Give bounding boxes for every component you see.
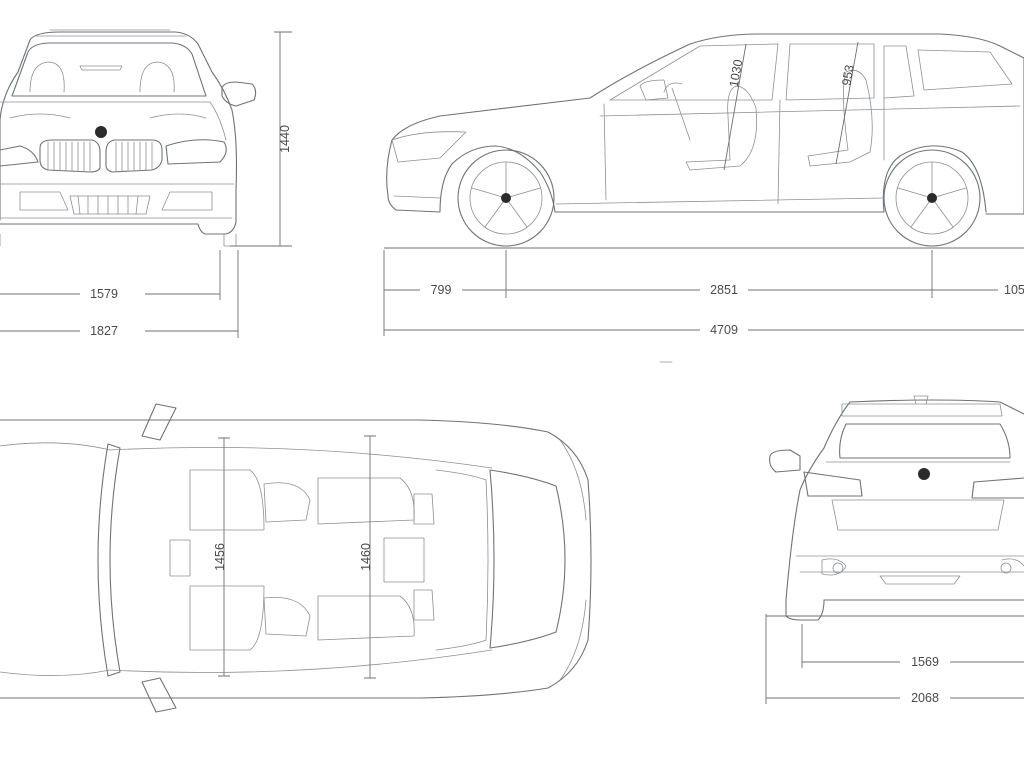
side-view-door-lines xyxy=(599,97,1021,205)
rear-view-bumper xyxy=(795,555,1024,576)
side-view-rear-wheel-arch xyxy=(882,145,987,213)
front-view-kidney-grille xyxy=(39,139,163,173)
rear-view-diffuser xyxy=(879,575,961,585)
rear-headroom-label: 953 xyxy=(839,64,856,87)
front-overhang-label: 799 xyxy=(431,283,452,297)
front-view xyxy=(0,29,257,247)
rear-view-exhaust-left xyxy=(832,562,844,574)
width-with-mirrors-label: 2068 xyxy=(911,691,939,705)
side-view-rear-rim-spokes xyxy=(897,161,967,228)
rear-view-rear-window xyxy=(839,423,1011,459)
top-view-roof-outline xyxy=(0,442,493,676)
top-view-dashboard xyxy=(435,469,489,651)
top-view-body-outline xyxy=(0,419,592,699)
top-view-mirror-bottom xyxy=(141,677,177,713)
front-view-dimensions: 1440 1579 1827 xyxy=(0,31,292,338)
rear-view-roof-spoiler xyxy=(841,395,1003,417)
rear-view-exhaust-right xyxy=(1000,562,1012,574)
side-view-body-outline xyxy=(386,33,1024,215)
rear-view-taillights xyxy=(803,471,1024,499)
side-view-front-wheel xyxy=(457,149,555,247)
rear-overhang-label: 105 xyxy=(1004,283,1024,297)
top-view-mirror-top xyxy=(141,403,177,441)
top-view-hood-lines xyxy=(559,439,587,681)
side-view-mirror xyxy=(639,79,669,101)
top-view-windscreen xyxy=(489,469,566,649)
front-view-headrests xyxy=(29,61,175,93)
top-view-rear-bench xyxy=(169,469,265,651)
front-view-mirror xyxy=(221,81,257,107)
side-view-windows xyxy=(609,43,1013,101)
top-view xyxy=(0,403,592,713)
front-view-windscreen xyxy=(11,42,207,97)
rear-view-bmw-logo xyxy=(918,468,930,480)
front-view-grille-slats xyxy=(47,141,153,172)
top-view-front-headrests xyxy=(413,493,435,621)
top-view-dimensions: 1456 1460 xyxy=(213,435,376,679)
front-view-headlights xyxy=(0,139,227,167)
length-label: 4709 xyxy=(710,323,738,337)
front-interior-width-label: 1456 xyxy=(213,543,227,571)
top-view-rear-window xyxy=(97,443,121,677)
rear-view-dimensions: 1569 2068 xyxy=(765,614,1024,705)
side-view-headroom: 1030 953 xyxy=(723,41,859,171)
rear-view-tailgate xyxy=(825,461,1011,531)
side-view-seats xyxy=(685,69,873,171)
top-view-console xyxy=(383,537,425,583)
rear-view xyxy=(769,395,1024,621)
side-view-steering xyxy=(663,82,691,141)
top-view-rear-headrests xyxy=(263,482,311,637)
side-view-dimensions: 799 2851 105 4709 xyxy=(383,247,1024,337)
rear-view-body-outline xyxy=(785,399,1024,621)
front-view-bumper xyxy=(0,183,235,219)
side-view-rear-hub-logo xyxy=(927,193,937,203)
side-view-front-rim-spokes xyxy=(471,161,541,228)
front-view-hood xyxy=(0,101,227,141)
front-height-label: 1440 xyxy=(278,125,292,153)
side-view-headlight xyxy=(391,131,467,163)
front-headroom-label: 1030 xyxy=(727,58,746,88)
side-view-sill xyxy=(393,195,885,205)
front-headroom-line xyxy=(723,43,747,171)
front-view-bmw-logo xyxy=(95,126,107,138)
wheelbase-label: 2851 xyxy=(710,283,738,297)
front-width-label: 1827 xyxy=(90,324,118,338)
front-view-intake-fins xyxy=(77,195,139,215)
rear-view-mirror xyxy=(769,449,801,473)
rear-track-label: 1569 xyxy=(911,655,939,669)
front-view-roofline xyxy=(35,29,187,37)
front-view-body-outline xyxy=(0,31,238,235)
side-view xyxy=(386,33,1024,247)
front-view-wheel-stance xyxy=(0,233,237,247)
rear-headroom-line xyxy=(835,41,859,165)
side-view-front-hub-logo xyxy=(501,193,511,203)
rear-interior-width-label: 1460 xyxy=(359,543,373,571)
front-track-label: 1579 xyxy=(90,287,118,301)
